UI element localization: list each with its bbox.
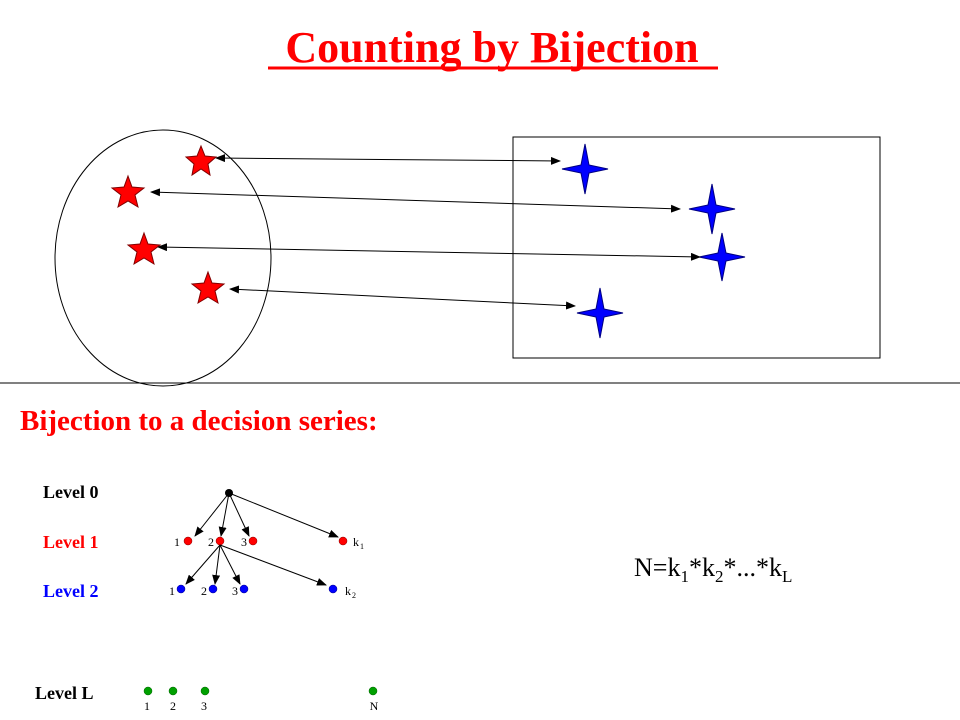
level-l-node: [200, 686, 210, 696]
level-2-node: [176, 584, 186, 594]
bijection-arrow: [215, 154, 561, 165]
level-l-node: [143, 686, 153, 696]
tree-edge: [212, 544, 221, 585]
red-star-icon: [184, 144, 218, 177]
tree-edge: [219, 544, 327, 586]
level-2-node-label: 3: [232, 584, 238, 598]
level-l-node-label: 2: [170, 699, 176, 713]
level-2-node-label: k: [345, 584, 351, 598]
bijection-arrow: [150, 188, 681, 213]
level-1-node: [183, 536, 193, 546]
level-2-node: [208, 584, 218, 594]
bijection-arrow: [157, 243, 701, 261]
level-2-node: [239, 584, 249, 594]
domain-set-ellipse: [54, 129, 272, 387]
tree-edge: [228, 492, 339, 538]
formula-part: *...*k: [723, 553, 782, 582]
blue-star-icon: [576, 287, 624, 339]
formula-part: *k: [689, 553, 715, 582]
count-formula: N=k1*k2*...*kL: [634, 553, 792, 586]
level-2-node-label: 1: [169, 584, 175, 598]
tree-edge: [228, 492, 250, 537]
tree-edge: [219, 544, 241, 585]
level-l-node: [368, 686, 378, 696]
level-1-node-label: 2: [208, 535, 214, 549]
tree-edge: [218, 492, 230, 537]
formula-subscript: 2: [715, 567, 724, 586]
section-subtitle: Bijection to a decision series:: [20, 405, 378, 437]
bijection-arrow: [229, 285, 576, 310]
red-star-icon: [110, 174, 146, 209]
level-1-node-subscript: 1: [360, 542, 364, 551]
red-star-icon: [126, 231, 162, 266]
level-1-node: [248, 536, 258, 546]
level-l-label: Level L: [35, 683, 94, 703]
level-1-node-label: k: [353, 535, 359, 549]
slide-title: Counting by Bijection: [285, 23, 698, 72]
level-1-node: [215, 536, 225, 546]
level-1-label: Level 1: [43, 532, 99, 552]
tree-edge: [185, 544, 221, 585]
red-star-icon: [190, 270, 226, 305]
level-2-node: [328, 584, 338, 594]
level-l-node-label: N: [370, 699, 379, 713]
level-2-label: Level 2: [43, 581, 99, 601]
formula-subscript: 1: [680, 567, 689, 586]
level-1-node-label: 3: [241, 535, 247, 549]
tree-edge: [194, 492, 230, 537]
formula-subscript: L: [782, 567, 792, 586]
level-2-node-label: 2: [201, 584, 207, 598]
level-1-node: [338, 536, 348, 546]
level-l-node-label: 3: [201, 699, 207, 713]
level-2-node-subscript: 2: [352, 591, 356, 600]
level-0-label: Level 0: [43, 482, 99, 502]
blue-star-icon: [698, 232, 746, 282]
blue-star-icon: [561, 143, 609, 195]
level-1-node-label: 1: [174, 535, 180, 549]
level-l-node: [168, 686, 178, 696]
level-l-node-label: 1: [144, 699, 150, 713]
formula-part: N=k: [634, 553, 680, 582]
blue-star-icon: [688, 183, 736, 235]
